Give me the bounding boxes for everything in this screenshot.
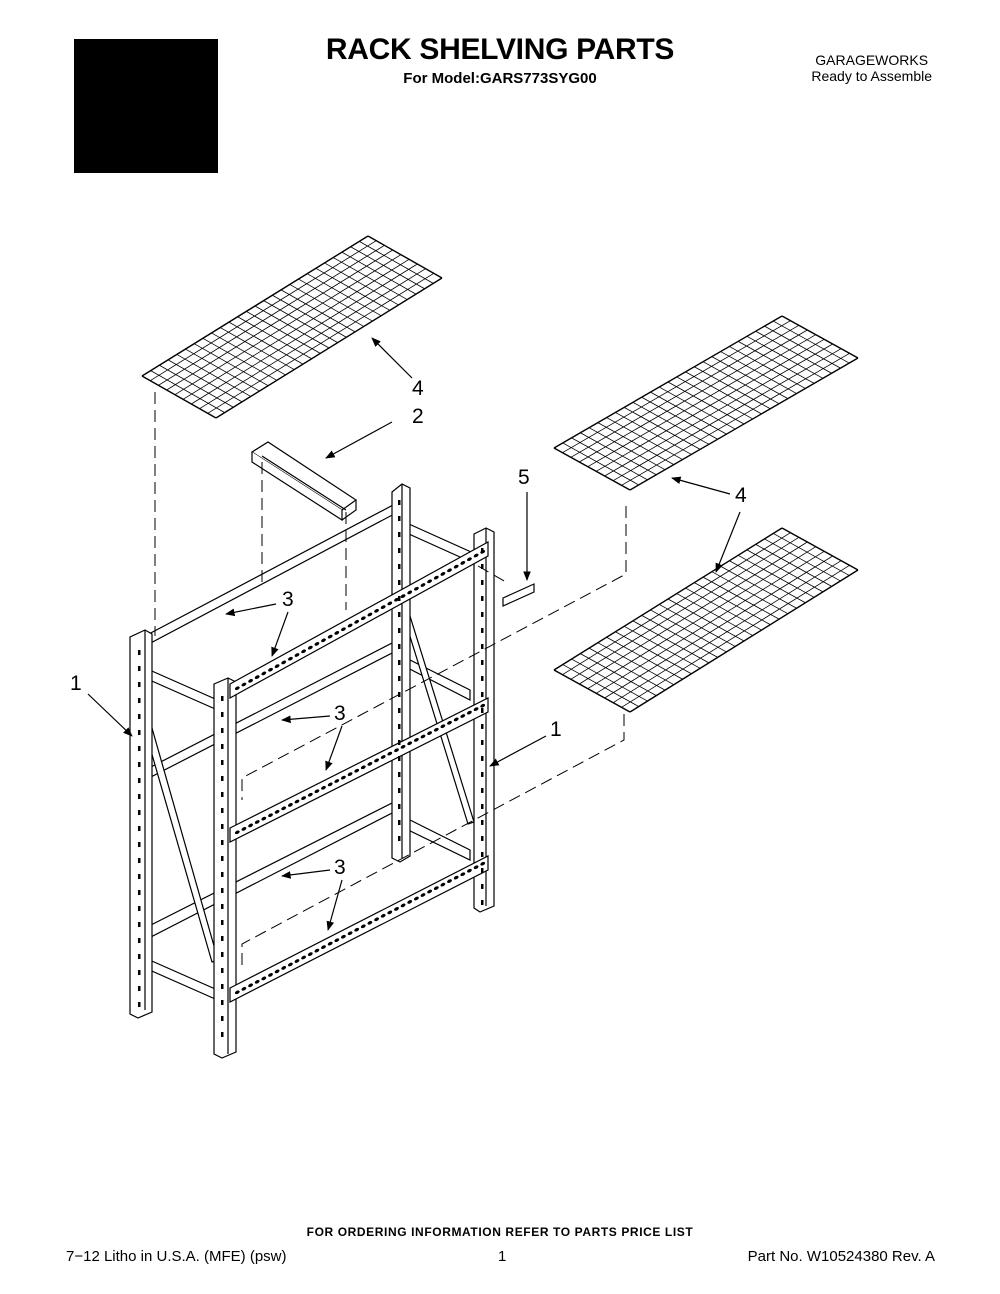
callout-beam-lower: 3 <box>334 856 346 879</box>
leader-arrows <box>87 337 741 931</box>
rack-frame <box>129 483 495 1059</box>
brand-name: GARAGEWORKS <box>815 52 929 68</box>
callout-beam-middle: 3 <box>334 702 346 725</box>
dashed-assembly-lines <box>154 392 627 970</box>
brand-subtitle: Ready to Assemble <box>811 68 932 84</box>
callout-mesh-shelf-top: 4 <box>412 377 424 400</box>
upright-holes <box>138 500 484 1037</box>
mesh-shelf-middle <box>553 315 859 491</box>
mesh-shelf-top <box>141 235 443 419</box>
callout-label: 5 <box>518 466 530 489</box>
callout-beam-support: 2 <box>412 405 424 428</box>
page-title: RACK SHELVING PARTS <box>325 33 675 66</box>
callout-upright-right: 1 <box>550 718 562 741</box>
callout-upright-left: 1 <box>70 672 82 695</box>
callout-beam-upper: 3 <box>282 588 294 611</box>
page-number: 1 <box>498 1248 507 1265</box>
brand-block: GARAGEWORKS Ready to Assemble <box>811 52 932 84</box>
ordering-note: FOR ORDERING INFORMATION REFER TO PARTS … <box>306 1225 694 1239</box>
front-beams <box>229 540 489 1003</box>
beam-support-part <box>250 441 358 522</box>
litho-info: 7−12 Litho in U.S.A. (MFE) (psw) <box>66 1248 287 1265</box>
black-logo-block <box>74 39 218 173</box>
mesh-shelf-bottom <box>553 527 859 713</box>
model-subtitle: For Model:GARS773SYG00 <box>403 70 597 87</box>
label-part <box>502 583 535 607</box>
beam-perforations <box>234 549 486 995</box>
part-number: Part No. W10524380 Rev. A <box>747 1248 935 1265</box>
callout-mesh-shelf-right: 4 <box>735 484 747 507</box>
